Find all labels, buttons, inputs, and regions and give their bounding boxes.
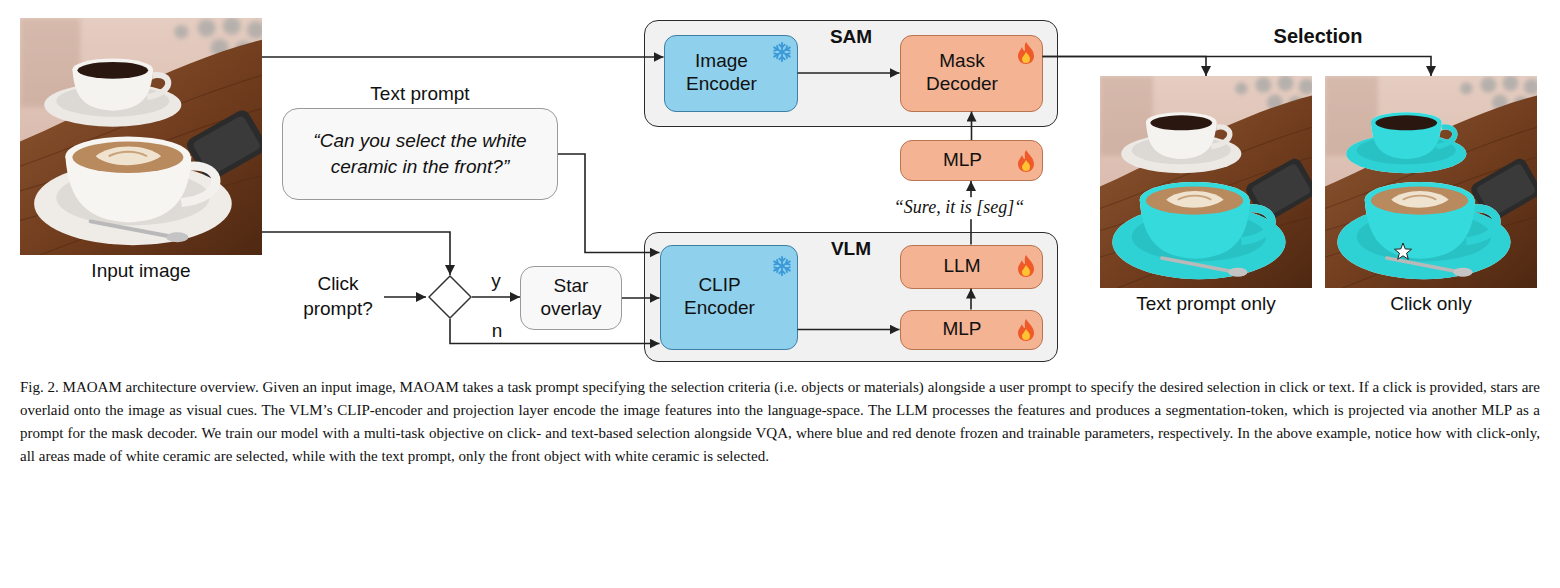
edge-label: “Sure, it is [seg]“ <box>891 197 1027 219</box>
result-photo-art <box>1325 75 1543 288</box>
result-photo: Text prompt only <box>1100 76 1312 288</box>
input-photo: Input image <box>20 18 262 255</box>
module-container: VLM CLIP Encoder LLM MLP <box>644 232 1058 362</box>
trainable-module: MLP <box>900 140 1043 181</box>
trainable-module: Mask Decoder <box>900 35 1043 112</box>
connector-arrow <box>1043 57 1432 77</box>
edge-label: y <box>488 270 504 293</box>
process-box: Star overlay <box>520 266 622 330</box>
below-text: Input image <box>91 260 190 283</box>
inner-text: MLP <box>934 318 1007 341</box>
inner-text: “Can you select the white ceramic in the… <box>283 128 557 179</box>
selection-mask <box>1346 112 1466 173</box>
decision-diamond: Click prompt? <box>428 275 472 319</box>
connector-arrow <box>262 232 450 275</box>
below-text: Text prompt only <box>1136 293 1275 316</box>
above-text: Text prompt <box>370 83 469 106</box>
connector-arrow <box>1043 57 1207 77</box>
connector-arrow <box>262 56 664 58</box>
head-text: VLM <box>831 238 871 261</box>
frozen-module: CLIP Encoder <box>660 245 798 350</box>
diamond-shape <box>429 276 471 318</box>
connector-arrow <box>798 329 900 331</box>
input-photo-art <box>20 17 269 255</box>
below-text: Click only <box>1390 293 1471 316</box>
figure-caption: Fig. 2. MAOAM architecture overview. Giv… <box>20 376 1540 468</box>
connector-arrow <box>970 181 972 245</box>
connector-arrow <box>798 72 900 74</box>
selection-mask <box>1112 182 1285 279</box>
connector-arrow <box>970 289 972 310</box>
connector-arrow <box>558 154 660 253</box>
edge-label: n <box>489 319 506 342</box>
inner-text: CLIP Encoder <box>661 274 797 320</box>
inner-text: MLP <box>935 149 1008 172</box>
text-prompt-box: Text prompt“Can you select the white cer… <box>282 108 558 200</box>
inner-text: Star overlay <box>521 275 621 321</box>
inner-text: Mask Decoder <box>901 50 1042 96</box>
selection-mask <box>1337 182 1510 279</box>
result-photo-art <box>1100 75 1318 288</box>
module-container: SAM Image Encoder Mask Decoder <box>644 20 1058 127</box>
result-photo: Click only <box>1325 76 1537 288</box>
trainable-module: LLM <box>900 245 1043 289</box>
section-label: Selection <box>1274 25 1363 48</box>
connector-arrow <box>472 296 520 298</box>
connector-arrow <box>971 112 973 141</box>
trainable-module: MLP <box>900 310 1043 350</box>
inner-text: LLM <box>936 255 1007 278</box>
diamond-outline <box>428 275 472 319</box>
inner-text: Image Encoder <box>665 50 797 96</box>
click-star <box>1394 243 1411 259</box>
head-text: SAM <box>830 26 872 49</box>
leader-arrow <box>384 296 426 298</box>
connector-arrow <box>622 297 660 299</box>
connector-arrow <box>450 319 660 344</box>
frozen-module: Image Encoder <box>664 35 798 112</box>
left-text: Click prompt? <box>296 272 380 321</box>
